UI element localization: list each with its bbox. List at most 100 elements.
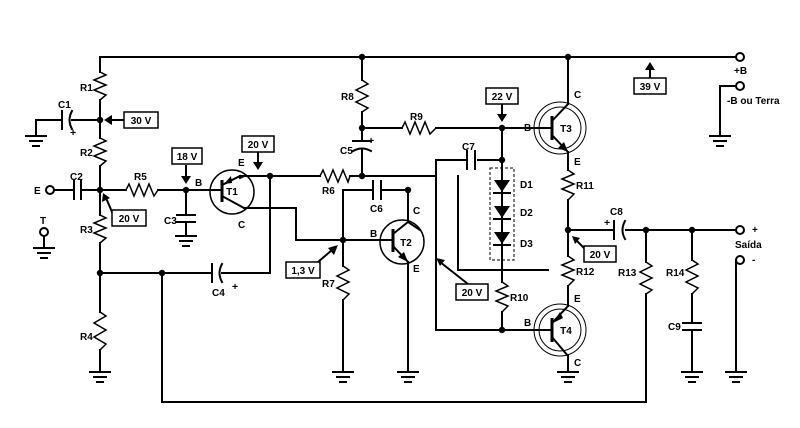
diode-d3 — [493, 232, 511, 246]
resistor-r6 — [319, 168, 351, 185]
voltage-1-3v: 1,3 V — [291, 266, 315, 277]
pin-t1-b: B — [195, 178, 202, 189]
c8-plus: + — [604, 217, 610, 229]
transistor-t2 — [379, 219, 425, 265]
label-r12: R12 — [576, 267, 595, 278]
resistor-r9 — [401, 120, 437, 136]
label-r14: R14 — [666, 268, 685, 279]
ground-icon — [557, 371, 579, 383]
terminals — [39, 52, 745, 265]
label-r11: R11 — [576, 181, 594, 192]
label-r5: R5 — [134, 172, 147, 183]
label-d1: D1 — [520, 180, 533, 191]
resistor-r1 — [92, 71, 108, 101]
label-c5: C5 — [340, 146, 353, 157]
label-c1: C1 — [58, 100, 71, 111]
resistor-r5 — [125, 182, 159, 198]
transistor-t4 — [533, 303, 587, 358]
label-d2: D2 — [520, 208, 533, 219]
capacitor-c1 — [61, 109, 74, 131]
terminal-pos-b — [735, 52, 745, 62]
capacitor-c2 — [73, 180, 82, 200]
label-supply-pos: +B — [734, 66, 747, 77]
capacitors — [61, 109, 702, 331]
label-c7: C7 — [462, 142, 475, 153]
label-input-t: T — [40, 216, 46, 227]
transistor-t1 — [207, 169, 255, 215]
label-r1: R1 — [80, 83, 93, 94]
voltage-39v: 39 V — [640, 82, 661, 93]
ground-icon — [725, 371, 747, 383]
voltage-20v-t1: 20 V — [248, 140, 269, 151]
c1-plus: + — [70, 127, 76, 139]
label-d3: D3 — [520, 239, 533, 250]
capacitor-c7 — [466, 150, 476, 170]
voltage-18v: 18 V — [177, 152, 198, 163]
pin-t2-b: B — [370, 229, 377, 240]
terminal-out-plus — [735, 225, 745, 235]
ground-icon — [397, 371, 419, 383]
ground-icon — [709, 135, 731, 147]
c5-plus: + — [368, 135, 374, 147]
label-r9: R9 — [410, 112, 423, 123]
label-r6: R6 — [322, 186, 335, 197]
label-c6: C6 — [370, 204, 383, 215]
terminal-neg-b — [735, 81, 745, 91]
capacitor-c3 — [176, 214, 196, 223]
terminal-input-e — [45, 185, 55, 195]
label-out-plus: + — [752, 225, 758, 236]
terminal-out-minus — [735, 255, 745, 265]
resistor-r12 — [560, 255, 576, 287]
resistor-r2 — [92, 137, 108, 167]
c4-plus: + — [232, 281, 238, 293]
ground-symbols — [25, 135, 747, 383]
pin-t3-b: B — [524, 123, 531, 134]
voltage-30v: 30 V — [131, 116, 152, 127]
terminal-input-t — [39, 227, 49, 237]
voltage-20v-r2: 20 V — [119, 214, 140, 225]
pin-t1-c: C — [238, 220, 245, 231]
capacitor-c9 — [682, 322, 702, 331]
label-supply-neg: -B ou Terra — [727, 96, 780, 107]
label-r10: R10 — [510, 293, 529, 304]
ground-icon — [89, 371, 111, 383]
resistors — [92, 71, 700, 351]
voltage-20v-mid: 20 V — [462, 288, 483, 299]
label-t4: T4 — [560, 326, 572, 337]
pin-t4-e: E — [574, 294, 581, 305]
label-t2: T2 — [400, 238, 412, 249]
pin-t2-e: E — [413, 264, 420, 275]
voltage-labels: 30 V 18 V 20 V 20 V 22 V 39 V 1,3 V 20 V… — [111, 77, 667, 301]
diode-string — [489, 167, 515, 261]
resistor-r10 — [494, 281, 510, 313]
resistor-r4 — [92, 311, 108, 351]
resistor-r8 — [354, 79, 370, 113]
diode-d1 — [493, 180, 511, 194]
resistor-r13 — [638, 261, 654, 295]
ground-icon — [25, 135, 47, 147]
junction-dots — [96, 53, 696, 334]
wires — [35, 56, 737, 403]
ground-icon — [332, 371, 354, 383]
label-c4: C4 — [212, 288, 225, 299]
capacitor-c4 — [211, 262, 224, 284]
label-r13: R13 — [618, 268, 637, 279]
resistor-r14 — [684, 259, 700, 295]
label-r4: R4 — [80, 332, 93, 343]
terminal-labels: +B -B ou Terra + - Saída E T — [34, 66, 780, 266]
ground-icon — [33, 247, 55, 259]
resistor-r11 — [560, 169, 576, 201]
label-r8: R8 — [341, 92, 354, 103]
voltage-pointers — [102, 62, 655, 286]
capacitor-c8 — [613, 219, 627, 241]
label-r2: R2 — [80, 148, 93, 159]
pin-t2-c: C — [413, 206, 420, 217]
label-c2: C2 — [70, 172, 83, 183]
label-output: Saída — [735, 240, 762, 251]
capacitor-c6 — [372, 180, 382, 200]
label-out-minus: - — [752, 255, 755, 266]
ground-icon — [681, 371, 703, 383]
polarity-marks: + + + + — [70, 127, 610, 293]
transistor-t3 — [533, 101, 587, 155]
